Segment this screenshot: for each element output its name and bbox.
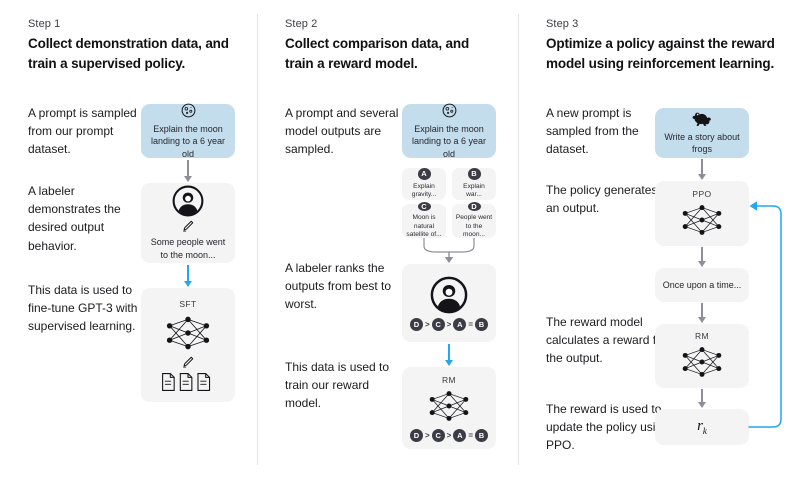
step-1-column: Step 1 Collect demonstration data, and t… xyxy=(0,0,257,479)
step-1-sft-box: SFT xyxy=(141,288,235,402)
arrow-prompt-to-ppo xyxy=(696,159,708,180)
step-2-prompt-text: Explain the moon landing to a 6 year old xyxy=(411,123,487,159)
step-1-prompt-box: Explain the moon landing to a 6 year old xyxy=(141,102,235,159)
step-2-labeler-box: D > C > A = B xyxy=(402,264,496,342)
option-card-c: C Moon is natural satellite of... xyxy=(402,202,446,239)
option-card-b: B Explain war... xyxy=(452,168,496,200)
step-2-label: Step 2 xyxy=(285,18,318,30)
moon-icon xyxy=(441,102,458,119)
arrow-rm-to-reward xyxy=(696,389,708,408)
step-1-paragraph-3: This data is used to fine-tune GPT-3 wit… xyxy=(28,283,138,334)
neural-network-icon xyxy=(160,312,216,354)
reward-symbol: rk xyxy=(697,418,707,436)
option-badge-a: A xyxy=(417,168,431,180)
step-2-title: Collect comparison data, and train a rew… xyxy=(285,36,470,71)
step-1-sft-caption: SFT xyxy=(179,298,197,309)
step-2-paragraph-1: A prompt and several model outputs are s… xyxy=(285,106,399,157)
step-3-output-box: Once upon a time... xyxy=(655,268,749,302)
step-3-prompt-box: Write a story about frogs xyxy=(655,108,749,158)
step-2-rm-box: RM D xyxy=(402,367,496,449)
documents-icon xyxy=(160,372,216,392)
step-2-prompt-box: Explain the moon landing to a 6 year old xyxy=(402,102,496,159)
step-3-paragraph-1: A new prompt is sampled from the dataset… xyxy=(546,106,639,157)
option-text-d: People went to the moon... xyxy=(455,214,493,239)
option-badge-d: D xyxy=(467,202,481,212)
step-2-paragraph-2: A labeler ranks the outputs from best to… xyxy=(285,261,392,312)
neural-network-icon xyxy=(676,343,728,381)
rank-op-2: > xyxy=(446,319,452,329)
rank-op-1: > xyxy=(424,319,430,329)
option-card-d: D People went to the moon... xyxy=(452,202,496,239)
arrow-labeler-to-sft xyxy=(182,265,194,287)
arrow-labeler-to-rm xyxy=(443,344,455,366)
rm-rank-badge-1: D xyxy=(409,428,423,442)
rm-rank-op-3: = xyxy=(468,430,473,440)
column-divider-1 xyxy=(257,14,258,465)
step-3-prompt-text: Write a story about frogs xyxy=(664,131,740,154)
step-3-rm-box: RM xyxy=(655,324,749,388)
step-1-title: Collect demonstration data, and train a … xyxy=(28,36,229,71)
step-3-reward-box: rk xyxy=(655,409,749,445)
column-divider-2 xyxy=(518,14,519,465)
arrow-output-to-rm xyxy=(696,303,708,323)
step-2-paragraph-3: This data is used to train our reward mo… xyxy=(285,360,390,411)
option-text-b: Explain war... xyxy=(463,182,485,199)
step-1-prompt-text: Explain the moon landing to a 6 year old xyxy=(150,123,226,159)
option-badge-c: C xyxy=(417,202,431,212)
person-icon xyxy=(172,185,204,217)
step-3-rm-caption: RM xyxy=(694,331,710,341)
moon-icon xyxy=(180,102,197,119)
step-1-label: Step 1 xyxy=(28,18,61,30)
rm-rank-op-1: > xyxy=(424,430,430,440)
step-3-paragraph-2: The policy generates an output. xyxy=(546,183,658,216)
step-1-paragraph-2: A labeler demonstrates the desired outpu… xyxy=(28,184,121,253)
person-icon xyxy=(430,276,468,314)
step-1-paragraph-1: A prompt is sampled from our prompt data… xyxy=(28,106,137,157)
arrow-prompt-to-labeler xyxy=(182,160,194,182)
option-cards-merge-connector xyxy=(423,238,475,263)
step-2-ranking-row: D > C > A = B xyxy=(409,317,488,331)
arrow-reward-feedback-to-ppo xyxy=(748,201,782,428)
rm-rank-badge-4: B xyxy=(475,428,488,442)
step-3-ppo-box: PPO xyxy=(655,181,749,246)
step-3-column: Step 3 Optimize a policy against the rew… xyxy=(518,0,788,479)
step-1-labeler-box: Some people went to the moon... xyxy=(141,183,235,263)
rank-badge-1: D xyxy=(409,317,423,331)
frog-icon xyxy=(691,111,713,127)
option-badge-b: B xyxy=(467,168,481,180)
step-3-paragraph-3: The reward model calculates a reward for… xyxy=(546,315,667,366)
rm-rank-badge-2: C xyxy=(431,428,445,442)
step-3-paragraph-4: The reward is used to update the policy … xyxy=(546,402,669,453)
step-1-labeler-text: Some people went to the moon... xyxy=(150,237,226,260)
pencil-icon xyxy=(181,219,195,233)
step-2-column: Step 2 Collect comparison data, and trai… xyxy=(257,0,518,479)
rm-rank-op-2: > xyxy=(446,430,452,440)
neural-network-icon xyxy=(423,387,475,425)
option-text-c: Moon is natural satellite of... xyxy=(406,214,442,239)
step-3-label: Step 3 xyxy=(546,18,579,30)
step-3-title: Optimize a policy against the reward mod… xyxy=(546,36,775,71)
step-3-ppo-caption: PPO xyxy=(692,188,712,199)
pencil-icon xyxy=(181,355,195,369)
rank-badge-4: B xyxy=(475,317,488,331)
rank-badge-2: C xyxy=(431,317,445,331)
option-card-a: A Explain gravity... xyxy=(402,168,446,200)
rank-badge-3: A xyxy=(453,317,467,331)
rank-op-3: = xyxy=(468,319,473,329)
step-3-output-text: Once upon a time... xyxy=(662,279,742,290)
step-2-rm-ranking-row: D > C > A = B xyxy=(409,428,488,442)
option-text-a: Explain gravity... xyxy=(411,182,437,199)
arrow-ppo-to-output xyxy=(696,247,708,267)
rm-rank-badge-3: A xyxy=(453,428,467,442)
neural-network-icon xyxy=(676,201,728,239)
step-2-rm-caption: RM xyxy=(441,374,457,385)
